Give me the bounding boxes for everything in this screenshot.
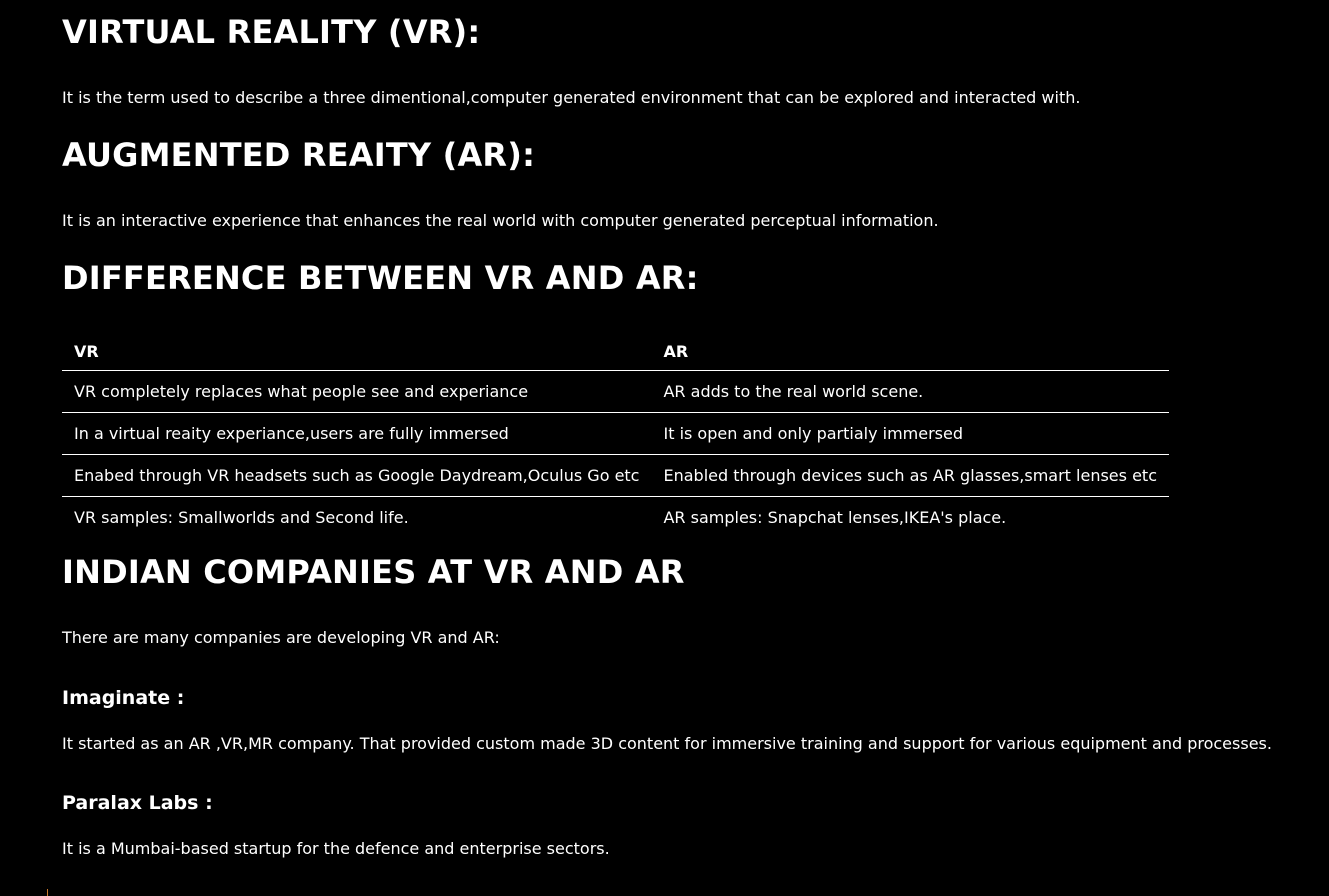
table-row: Enabed through VR headsets such as Googl…	[62, 454, 1169, 497]
table-header-row: VR AR	[62, 332, 1169, 371]
table-cell-ar: AR samples: Snapchat lenses,IKEA's place…	[663, 508, 1007, 527]
table-header-vr: VR	[62, 332, 652, 371]
company-name-imaginate: Imaginate :	[62, 687, 185, 709]
table-cell-ar: AR adds to the real world scene.	[651, 370, 1169, 413]
table-cell-vr: VR completely replaces what people see a…	[62, 370, 652, 413]
heading-augmented-reality: AUGMENTED REAITY (AR):	[62, 136, 536, 174]
table-cell-ar: Enabled through devices such as AR glass…	[651, 454, 1169, 497]
table-row: VR completely replaces what people see a…	[62, 370, 1169, 413]
table-cell-vr: VR samples: Smallworlds and Second life.	[74, 508, 409, 527]
heading-indian-companies: INDIAN COMPANIES AT VR AND AR	[62, 553, 685, 591]
paragraph-indian-companies: There are many companies are developing …	[62, 628, 500, 647]
company-name-paralax-labs: Paralax Labs :	[62, 792, 213, 814]
table-row: In a virtual reaity experiance,users are…	[62, 412, 1169, 455]
comparison-table: VR AR VR completely replaces what people…	[62, 332, 1169, 538]
heading-difference: DIFFERENCE BETWEEN VR AND AR:	[62, 259, 699, 297]
table-cell-ar: It is open and only partialy immersed	[651, 412, 1169, 455]
table-cell-vr: Enabed through VR headsets such as Googl…	[62, 454, 652, 497]
table-cell-vr: In a virtual reaity experiance,users are…	[62, 412, 652, 455]
table-row: VR samples: Smallworlds and Second life.…	[62, 497, 1169, 539]
paragraph-augmented-reality: It is an interactive experience that enh…	[62, 211, 939, 230]
company-description-paralax-labs: It is a Mumbai-based startup for the def…	[62, 839, 610, 858]
table-header-ar: AR	[651, 332, 1169, 371]
text-caret	[47, 889, 48, 896]
heading-virtual-reality: VIRTUAL REALITY (VR):	[62, 13, 481, 51]
company-description-imaginate: It started as an AR ,VR,MR company. That…	[62, 734, 1272, 753]
paragraph-virtual-reality: It is the term used to describe a three …	[62, 88, 1081, 107]
